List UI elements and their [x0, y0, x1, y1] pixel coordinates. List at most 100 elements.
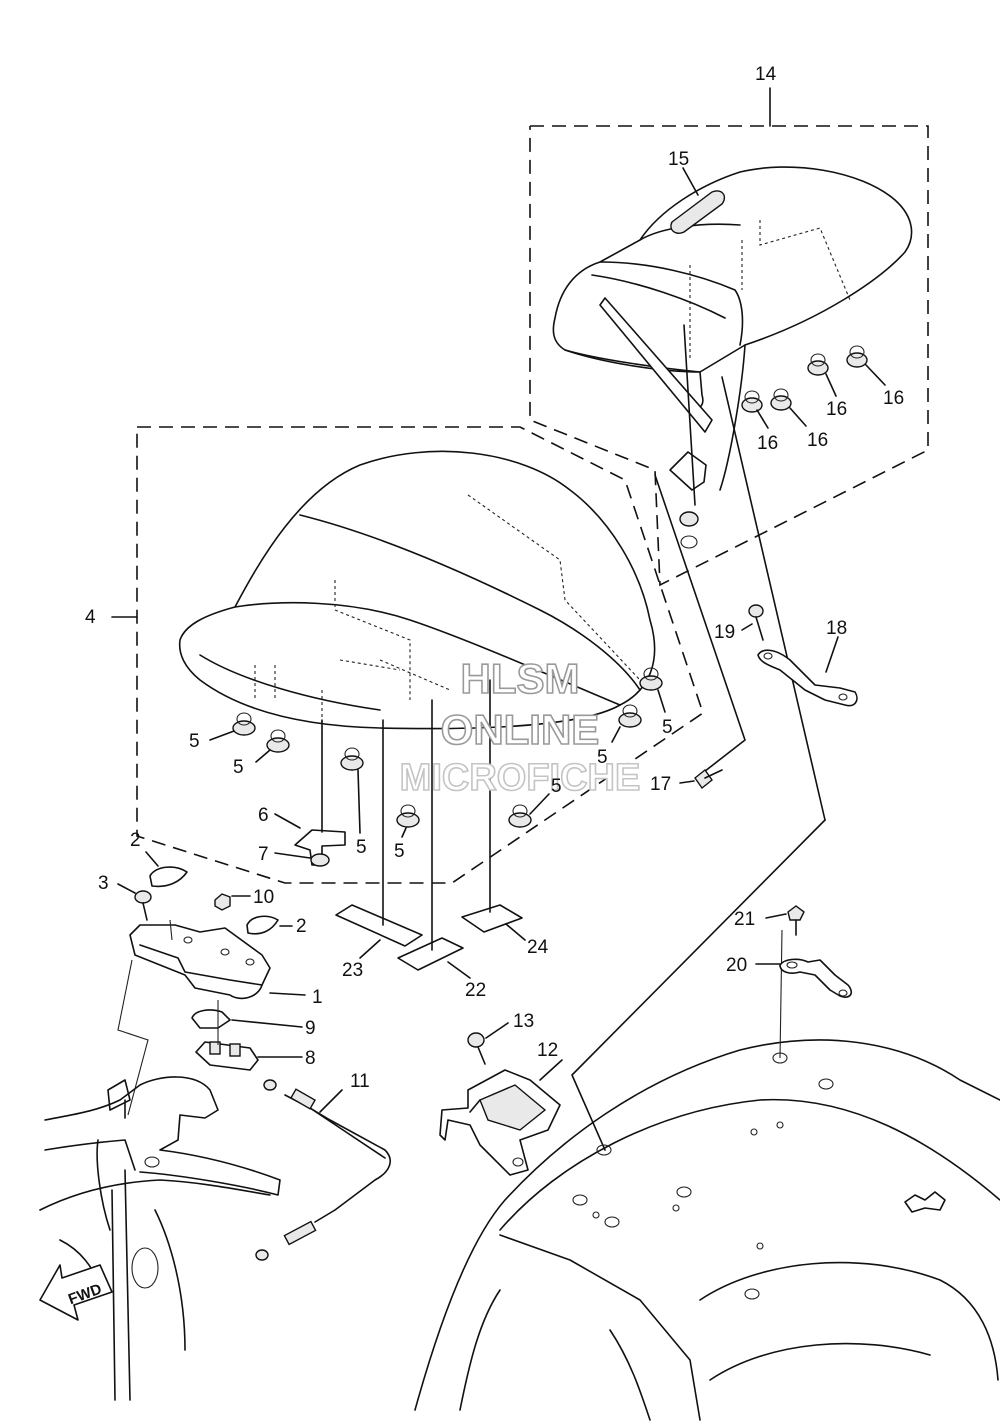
grommet-5 — [396, 804, 420, 828]
callout-7: 7 — [258, 844, 269, 865]
lock-plate-1 — [129, 924, 271, 1000]
callout-5: 5 — [551, 776, 562, 797]
leader-6 — [274, 813, 301, 829]
grommet-5 — [340, 747, 364, 771]
callout-16: 16 — [807, 430, 828, 451]
tape-24 — [461, 679, 523, 933]
seat-bracket-6 — [294, 719, 346, 866]
bolt-21 — [787, 905, 805, 936]
callout-2: 2 — [130, 830, 141, 851]
rear-fender — [414, 929, 1000, 1421]
watermark-line-3: MICROFICHE — [400, 757, 641, 799]
leader-11 — [319, 1089, 343, 1113]
callout-5: 5 — [394, 841, 405, 862]
bolt-19 — [748, 604, 764, 641]
grommet-16 — [741, 390, 763, 413]
grommet-5-group — [209, 667, 666, 838]
leader-17 — [679, 780, 695, 784]
rear-seat-cushion — [552, 166, 913, 491]
callout-5: 5 — [597, 747, 608, 768]
front-seat-dashed-boundary — [136, 426, 704, 884]
callout-10: 10 — [253, 887, 274, 908]
callout-24: 24 — [527, 937, 549, 958]
callout-16: 16 — [883, 388, 904, 409]
seat-lock-assembly — [117, 851, 391, 1261]
bolt-3 — [134, 890, 152, 921]
front-seat-group — [111, 426, 704, 884]
callout-4: 4 — [85, 607, 96, 628]
washer-2-right — [246, 915, 279, 935]
grommet-16-group — [741, 345, 886, 429]
rear-seat-group — [529, 87, 929, 587]
lock-assembly-12 — [439, 1069, 561, 1176]
bolt-13 — [467, 1032, 486, 1065]
grommet-5 — [232, 712, 256, 736]
callout-23: 23 — [342, 960, 363, 981]
leader-7 — [274, 852, 311, 859]
fwd-direction-arrow: FWD — [39, 1264, 113, 1321]
callout-17: 17 — [650, 774, 671, 795]
callout-5: 5 — [233, 757, 244, 778]
stay-20 — [779, 958, 852, 998]
callout-12: 12 — [537, 1040, 558, 1061]
leader-19 — [741, 623, 753, 631]
leader-15 — [682, 167, 699, 196]
callout-1: 1 — [312, 987, 323, 1008]
bolt-7 — [310, 853, 330, 867]
hook-8 — [195, 1041, 259, 1071]
leader-3 — [117, 883, 136, 894]
cable-11 — [255, 1079, 391, 1261]
right-side-hardware — [571, 324, 858, 1151]
leader-18 — [825, 636, 839, 673]
frame-section — [39, 1076, 281, 1401]
watermark-line-1: HLSM — [461, 655, 580, 702]
plate-9 — [191, 1009, 231, 1029]
callout-19: 19 — [714, 622, 735, 643]
callout-18: 18 — [826, 618, 847, 639]
callout-22: 22 — [465, 980, 486, 1001]
rear-seat-bracket — [599, 297, 713, 549]
leader-24 — [505, 923, 526, 941]
callout-2: 2 — [296, 916, 307, 937]
grommet-5 — [508, 804, 532, 828]
grommet-16 — [807, 353, 829, 376]
callout-5: 5 — [662, 717, 673, 738]
grommet-16 — [770, 388, 792, 411]
nut-10 — [214, 893, 231, 911]
watermark-line-2: ONLINE — [441, 706, 600, 753]
callout-9: 9 — [305, 1018, 316, 1039]
leader-13 — [485, 1022, 509, 1039]
callout-14: 14 — [755, 64, 777, 85]
rear-seat-dashed-boundary — [529, 125, 929, 587]
tape-22 — [397, 699, 464, 971]
grommet-16 — [846, 345, 868, 368]
leader-2a — [145, 851, 159, 867]
callout-20: 20 — [726, 955, 747, 976]
callout-21: 21 — [734, 909, 755, 930]
grommet-5 — [618, 704, 642, 728]
bolt-17 — [694, 768, 723, 790]
grommet-5 — [266, 729, 290, 753]
callout-11: 11 — [350, 1071, 370, 1092]
grommet-5 — [639, 667, 663, 691]
washer-2 — [149, 866, 188, 888]
callout-5: 5 — [189, 731, 200, 752]
callout-15: 15 — [668, 149, 689, 170]
callout-3: 3 — [98, 873, 109, 894]
leader-23 — [359, 939, 381, 959]
leader-21 — [765, 913, 787, 919]
leader-1 — [269, 992, 306, 996]
callout-5: 5 — [356, 837, 367, 858]
callout-13: 13 — [513, 1011, 534, 1032]
callout-16: 16 — [826, 399, 847, 420]
callout-6: 6 — [258, 805, 269, 826]
watermark: HLSM ONLINE MICROFICHE — [399, 654, 641, 800]
callout-16: 16 — [757, 433, 778, 454]
bracket-18 — [757, 649, 858, 707]
leader-9 — [231, 1019, 303, 1028]
callout-8: 8 — [305, 1048, 316, 1069]
leader-22 — [447, 961, 471, 979]
callout-labels: 14 15 16 16 16 16 4 5 5 5 5 5 5 5 6 7 17… — [85, 64, 904, 1092]
front-seat-cushion — [178, 450, 656, 740]
